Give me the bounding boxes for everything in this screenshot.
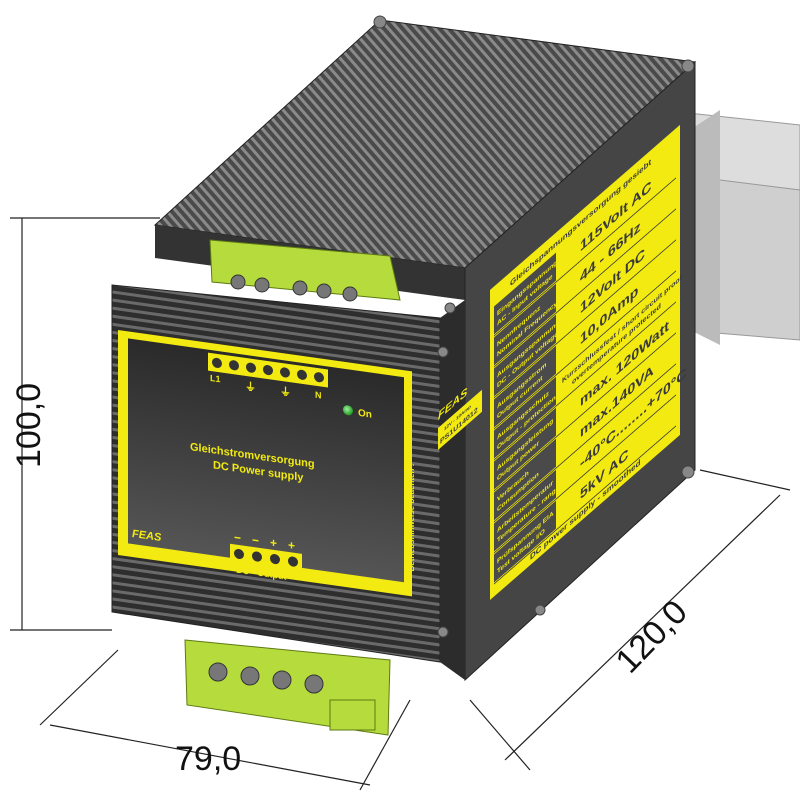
left-note: Observe operating instructions !: [119, 385, 128, 509]
spec-label-cell: [494, 438, 556, 521]
spec-row-divider: [494, 239, 676, 399]
spec-row-divider: [494, 363, 676, 523]
terminal-pe1-label: ⏚: [245, 380, 256, 394]
right-note: Betriebshinweise beachten !: [407, 463, 416, 572]
depth-dimension: 120,0: [608, 593, 694, 681]
front-panel: Observe operating instructions ! Betrieb…: [118, 330, 416, 597]
spec-row-divider: [494, 177, 676, 337]
terminal-n-label: N: [315, 390, 321, 401]
spec-label-cell: [494, 500, 556, 583]
power-led: [343, 405, 353, 416]
spec-label-cell: [494, 469, 556, 552]
spec-label-cell: [494, 283, 556, 366]
feas-logo: FEAS: [132, 528, 162, 544]
led-label: On: [358, 408, 372, 421]
polarity-1: −: [234, 530, 241, 545]
height-dimension: 100,0: [10, 383, 48, 468]
polarity-4: +: [288, 538, 295, 553]
spec-label-cell: [494, 376, 556, 459]
spec-label-cell: [494, 314, 556, 397]
dimension-lines: [10, 217, 791, 791]
top-input-connector[interactable]: [209, 239, 401, 302]
width-dimension: 79,0: [175, 740, 241, 778]
spec-row-divider: [494, 270, 676, 430]
input-terminal-strip[interactable]: [208, 352, 328, 388]
front-side-strip: [440, 300, 465, 680]
terminal-pe2-label: ⏚: [280, 385, 291, 399]
terminal-l1-label: L1: [210, 373, 220, 384]
output-terminal-strip[interactable]: [230, 543, 302, 572]
spec-row-divider: [494, 394, 676, 554]
spec-label-cell: [494, 345, 556, 428]
spec-row-divider: [494, 425, 676, 585]
spec-row-divider: [494, 208, 676, 368]
bottom-output-connector[interactable]: [184, 639, 391, 736]
spec-row-divider: [494, 332, 676, 492]
spec-label-cell: [494, 252, 556, 335]
polarity-3: +: [270, 535, 277, 550]
spec-row-divider: [494, 301, 676, 461]
spec-label-cell: [494, 407, 556, 490]
polarity-2: −: [252, 533, 259, 548]
